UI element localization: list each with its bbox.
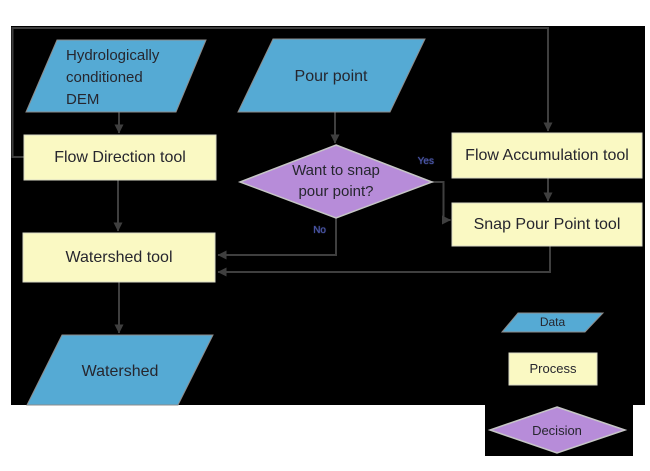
node-pour-point-shape xyxy=(237,38,426,113)
node-watershed-label: Watershed xyxy=(81,363,159,380)
legend-data-shape xyxy=(500,312,605,333)
node-watershed-tool-label: Watershed tool xyxy=(65,248,173,266)
legend-decision-shape xyxy=(487,406,628,454)
connector-decision-yes-to-snap-pour-point xyxy=(432,181,451,225)
node-snap-pour-point-shape xyxy=(451,202,643,247)
node-watershed-shape xyxy=(26,334,214,406)
node-watershed-tool-shape xyxy=(22,232,216,283)
connector-group xyxy=(11,27,553,334)
node-decision-shape xyxy=(237,144,435,219)
connector-snap-pour-point-to-watershed-tool xyxy=(217,246,551,277)
edge-label-yes: Yes xyxy=(417,156,434,167)
connector-decision-no-to-watershed-tool xyxy=(217,218,337,260)
node-dem-label: Hydrologically conditioned DEM xyxy=(66,47,160,108)
legend-data-label: Data xyxy=(539,315,566,329)
node-pour-point-label: Pour point xyxy=(294,68,368,85)
legend-process-shape xyxy=(508,352,598,386)
node-dem-shape xyxy=(25,39,207,113)
node-flow-accumulation-shape xyxy=(451,132,643,179)
node-snap-pour-point-label: Snap Pour Point tool xyxy=(473,215,621,233)
connector-flow-direction-to-flow-accumulation xyxy=(11,27,553,158)
node-flow-direction-label: Flow Direction tool xyxy=(54,148,186,166)
legend-process-label: Process xyxy=(529,361,577,376)
node-flow-accumulation-label: Flow Accumulation tool xyxy=(465,146,629,164)
node-flow-direction-shape xyxy=(23,134,217,181)
legend-decision-label: Decision xyxy=(532,423,582,438)
node-decision-label: Want to snap pour point? xyxy=(292,162,380,200)
edge-label-no: No xyxy=(313,225,326,236)
